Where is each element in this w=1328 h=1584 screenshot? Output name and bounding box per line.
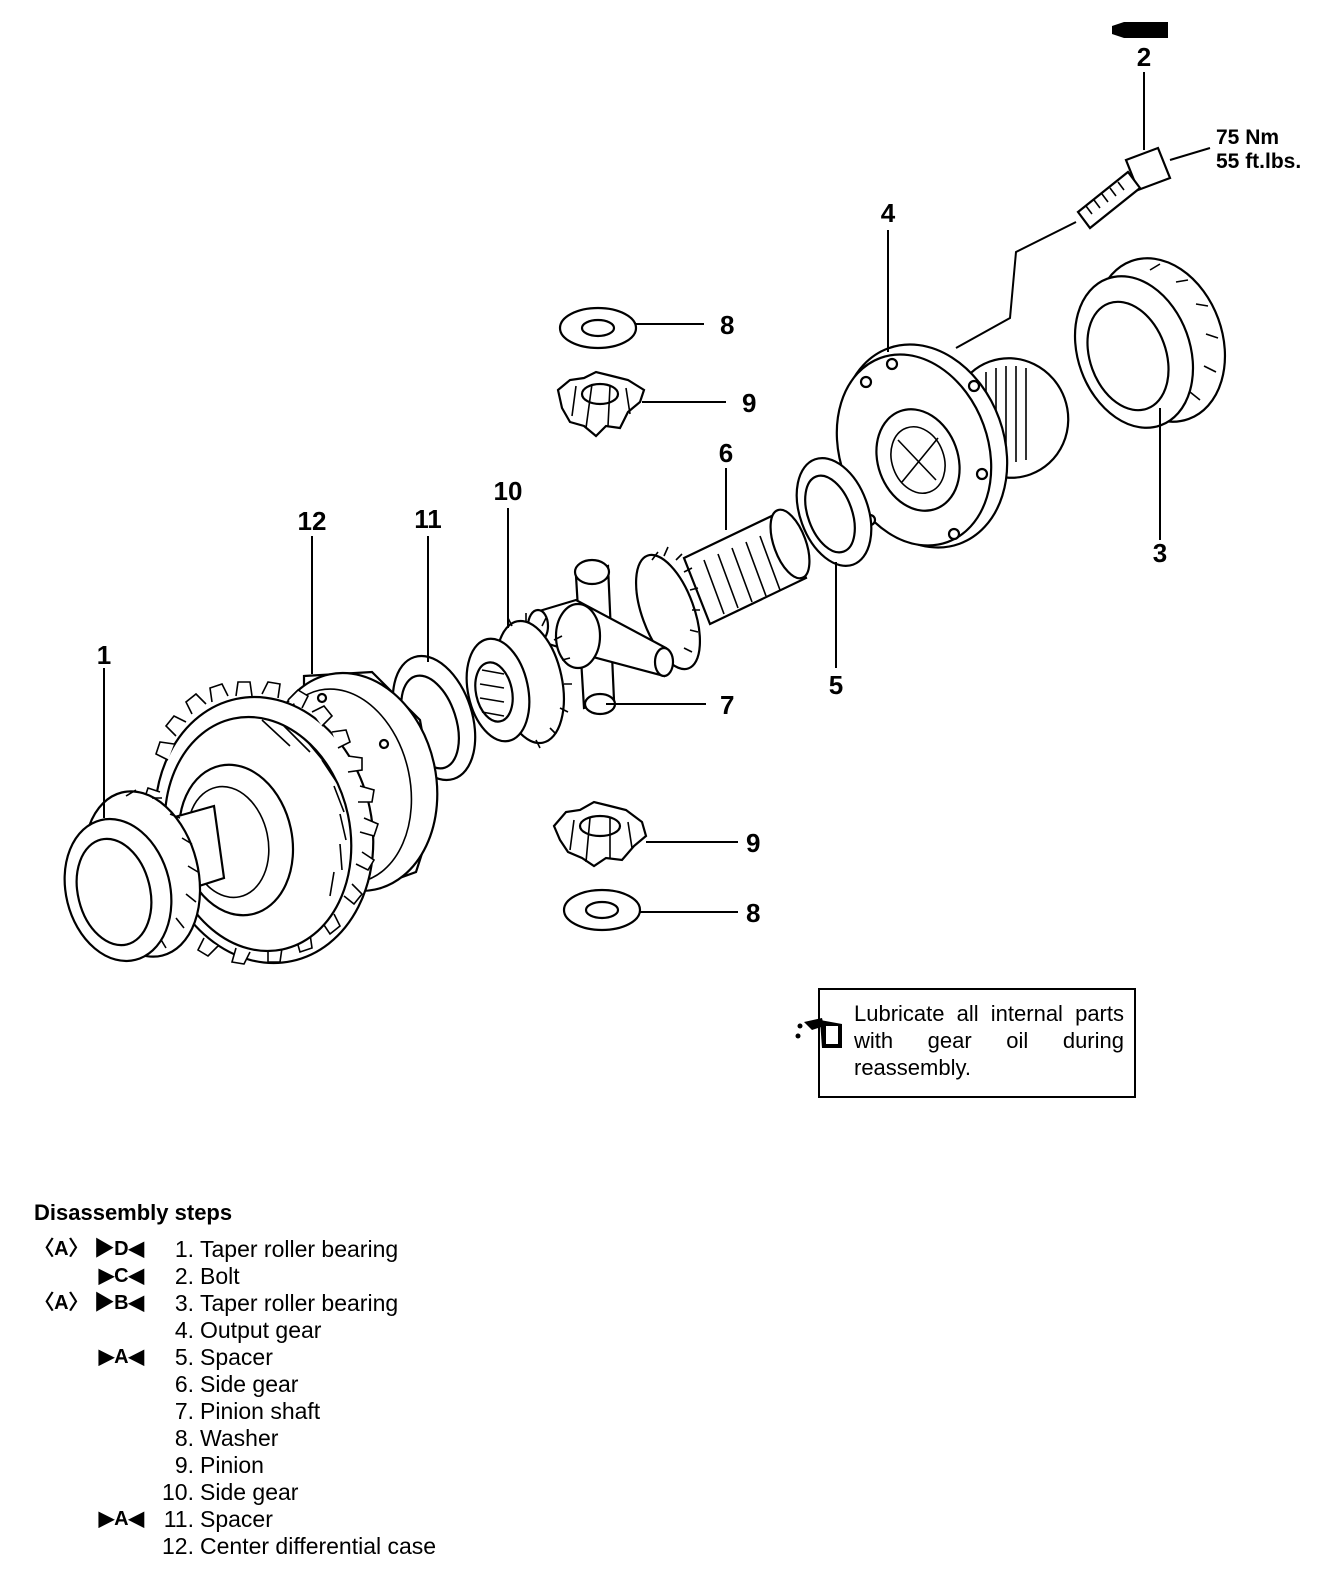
callout-5: 5 — [829, 670, 843, 700]
step-marks: ▶A◀ — [98, 1346, 144, 1368]
step-marks: ▶C◀ — [98, 1265, 144, 1287]
step-number: 4. — [174, 1317, 194, 1343]
list-item: 12.Center differential case — [34, 1533, 436, 1560]
list-item: 〈A〉 ▶D◀ 1.Taper roller bearing — [34, 1236, 398, 1263]
steps-title: Disassembly steps — [34, 1200, 233, 1225]
spacer-ring-right — [795, 457, 873, 668]
list-item: ▶A◀ 11.Spacer — [34, 1506, 273, 1533]
callout-1: 1 — [97, 640, 111, 670]
torque-nm: 75 Nm — [1216, 126, 1279, 149]
step-label: Output gear — [200, 1317, 322, 1343]
output-gear-flange — [835, 230, 1070, 549]
list-item: 9.Pinion — [34, 1452, 264, 1479]
torque-ftlbs: 55 ft.lbs. — [1216, 150, 1301, 173]
list-item: 8.Washer — [34, 1425, 279, 1452]
step-label: Side gear — [200, 1371, 299, 1397]
step-marks: 〈A〉 ▶B◀ — [34, 1292, 144, 1314]
list-item: 6.Side gear — [34, 1371, 299, 1398]
step-marks: 〈A〉 ▶D◀ — [34, 1238, 144, 1260]
pinion-gear-top — [556, 370, 726, 438]
step-label: Washer — [200, 1425, 279, 1451]
lubrication-note: Lubricate all internal parts with gear o… — [795, 988, 1136, 1098]
callout-10: 10 — [494, 476, 523, 506]
step-number: 8. — [174, 1425, 194, 1451]
step-number: 1. — [174, 1236, 194, 1262]
list-item: 10.Side gear — [34, 1479, 298, 1506]
side-gear-short — [465, 508, 572, 749]
list-item: 〈A〉 ▶B◀ 3.Taper roller bearing — [34, 1290, 398, 1317]
step-marks: ▶A◀ — [98, 1508, 144, 1530]
taper-roller-bearing-left — [63, 668, 202, 963]
callout-9-top: 9 — [742, 388, 756, 418]
step-label: Pinion shaft — [200, 1398, 321, 1424]
oil-can-icon — [795, 1018, 842, 1048]
step-number: 10. — [162, 1479, 194, 1505]
list-item: 7.Pinion shaft — [34, 1398, 320, 1425]
callout-2: 2 — [1137, 42, 1151, 72]
lubrication-note-text: Lubricate all internal parts with gear o… — [854, 1001, 1124, 1080]
step-label: Bolt — [200, 1263, 240, 1289]
washer-top — [558, 306, 704, 350]
step-label: Taper roller bearing — [200, 1290, 399, 1316]
step-label: Side gear — [200, 1479, 299, 1505]
step-number: 2. — [174, 1263, 194, 1289]
callout-11: 11 — [414, 504, 442, 534]
step-label: Spacer — [200, 1344, 273, 1370]
callout-9-bottom: 9 — [746, 828, 760, 858]
list-item: ▶C◀ 2.Bolt — [34, 1263, 240, 1290]
disassembly-steps: Disassembly steps 〈A〉 ▶D◀1.Taper roller … — [34, 1200, 436, 1560]
sealant-tube-icon — [1112, 22, 1168, 38]
step-number: 3. — [174, 1290, 194, 1316]
callout-6: 6 — [719, 438, 733, 468]
step-number: 11. — [163, 1506, 194, 1532]
list-item: ▶A◀ 5.Spacer — [34, 1344, 273, 1371]
list-item: 4.Output gear — [34, 1317, 322, 1344]
step-label: Pinion — [200, 1452, 264, 1478]
step-number: 9. — [174, 1452, 194, 1478]
side-gear-shaft — [634, 468, 811, 671]
step-label: Taper roller bearing — [200, 1236, 399, 1262]
callout-4: 4 — [881, 198, 896, 228]
step-label: Center differential case — [200, 1533, 437, 1559]
step-label: Spacer — [200, 1506, 273, 1532]
step-number: 7. — [174, 1398, 194, 1424]
taper-roller-bearing-right — [1073, 257, 1227, 540]
callout-8-top: 8 — [720, 310, 734, 340]
pinion-shaft-cross — [526, 558, 706, 716]
callout-7: 7 — [720, 690, 734, 720]
pinion-gear-bottom — [552, 800, 738, 868]
step-number: 6. — [174, 1371, 194, 1397]
washer-bottom — [562, 888, 738, 932]
bolt-part — [955, 72, 1211, 349]
steps-list: 〈A〉 ▶D◀1.Taper roller bearing ▶C◀2.Bolt … — [34, 1236, 436, 1560]
step-number: 12. — [162, 1533, 194, 1559]
callout-3: 3 — [1153, 538, 1167, 568]
callout-8-bottom: 8 — [746, 898, 760, 928]
callout-12: 12 — [298, 506, 327, 536]
step-number: 5. — [174, 1344, 194, 1370]
